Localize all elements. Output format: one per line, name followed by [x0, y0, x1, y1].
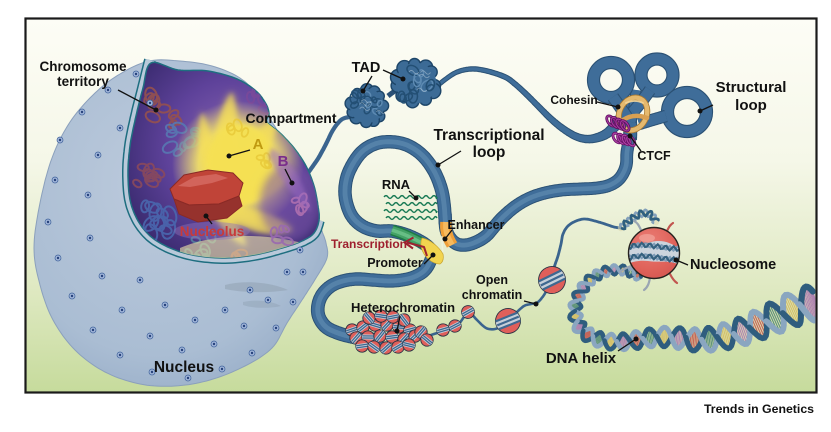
svg-text:Nucleus: Nucleus — [154, 359, 214, 376]
svg-text:chromatin: chromatin — [462, 288, 522, 302]
svg-text:CTCF: CTCF — [637, 149, 671, 163]
svg-text:territory: territory — [57, 74, 109, 89]
svg-text:Promoter: Promoter — [367, 256, 423, 270]
svg-text:loop: loop — [735, 97, 767, 114]
svg-text:B: B — [278, 153, 289, 170]
svg-text:Chromosome: Chromosome — [39, 59, 127, 74]
svg-text:Structural: Structural — [716, 79, 787, 96]
svg-text:Cohesin: Cohesin — [550, 93, 597, 107]
svg-text:Nucleolus: Nucleolus — [180, 224, 245, 239]
svg-text:Nucleosome: Nucleosome — [690, 257, 776, 273]
svg-text:A: A — [253, 136, 264, 153]
svg-text:Transcriptional: Transcriptional — [433, 127, 544, 144]
svg-text:Transcription: Transcription — [331, 237, 407, 251]
svg-text:TAD: TAD — [352, 60, 381, 76]
svg-text:Enhancer: Enhancer — [448, 218, 505, 232]
svg-text:DNA helix: DNA helix — [546, 350, 617, 367]
svg-text:Open: Open — [476, 273, 508, 287]
svg-text:RNA: RNA — [382, 177, 411, 192]
svg-text:loop: loop — [473, 144, 506, 161]
svg-text:Heterochromatin: Heterochromatin — [351, 300, 455, 315]
svg-text:Compartment: Compartment — [245, 110, 336, 126]
svg-text:Trends in Genetics: Trends in Genetics — [704, 402, 814, 416]
